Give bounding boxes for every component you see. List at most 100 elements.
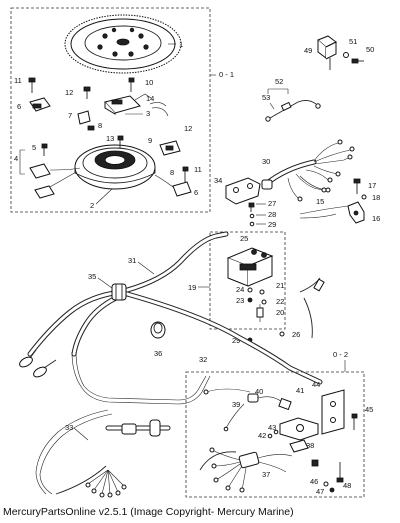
callout-29b: 29 <box>232 336 240 345</box>
callout-52: 52 <box>275 77 283 86</box>
callout-14: 14 <box>146 94 154 103</box>
wire-fan-33 <box>55 465 127 498</box>
screw-11b <box>182 166 189 182</box>
bracket-16[interactable] <box>299 201 365 224</box>
callout-27: 27 <box>268 199 276 208</box>
callout-6b: 6 <box>194 188 198 197</box>
key-switch[interactable] <box>279 417 319 441</box>
harness-37[interactable] <box>199 447 293 493</box>
screw-48 <box>336 462 344 483</box>
panel-44[interactable] <box>321 389 345 435</box>
callout-53: 53 <box>262 93 270 102</box>
callout-23: 23 <box>236 296 244 305</box>
callout-8b: 8 <box>170 168 174 177</box>
cable-main-left <box>27 289 123 357</box>
callout-43: 43 <box>268 423 276 432</box>
callout-47: 47 <box>316 487 324 496</box>
callout-2: 2 <box>90 201 94 210</box>
callout-5: 5 <box>32 143 36 152</box>
callout-40: 40 <box>255 387 263 396</box>
screw-11 <box>28 77 36 93</box>
callout-44: 44 <box>312 380 320 389</box>
plate-34[interactable] <box>225 177 261 205</box>
callout-8: 8 <box>98 121 102 130</box>
callout-38: 38 <box>306 441 314 450</box>
terminal-left <box>19 349 57 378</box>
screw-45 <box>351 413 358 430</box>
grommet-35[interactable] <box>111 283 127 301</box>
callout-11b: 11 <box>194 165 202 174</box>
callout-41: 41 <box>296 386 304 395</box>
stator[interactable] <box>74 144 156 190</box>
bracket-7 <box>77 110 91 125</box>
solenoid[interactable] <box>226 247 274 287</box>
callout-19: 19 <box>188 283 196 292</box>
callout-33: 33 <box>65 423 73 432</box>
callout-17: 17 <box>368 181 376 190</box>
cap-36[interactable] <box>150 321 166 339</box>
coil-6 <box>29 97 51 112</box>
callout-20: 20 <box>276 308 284 317</box>
callout-35: 35 <box>88 272 96 281</box>
image-caption: MercuryPartsOnline v2.5.1 (Image Copyrig… <box>3 506 294 518</box>
screw-27 <box>248 202 255 212</box>
callout-29: 29 <box>268 220 276 229</box>
callout-15: 15 <box>316 197 324 206</box>
screw-13 <box>117 135 124 148</box>
screw-50 <box>351 58 364 64</box>
harness-30[interactable] <box>261 139 355 202</box>
callout-21: 21 <box>276 281 284 290</box>
callout-9: 9 <box>148 136 152 145</box>
callout-11: 11 <box>14 76 22 85</box>
callout-46: 46 <box>310 477 318 486</box>
cable-32[interactable] <box>117 289 323 385</box>
clip-8 <box>87 125 95 131</box>
coil-4 <box>29 163 51 179</box>
flywheel[interactable] <box>64 14 182 74</box>
connector-49[interactable] <box>317 35 337 70</box>
callout-36: 36 <box>154 349 162 358</box>
coil-6b <box>172 181 192 197</box>
callout-13: 13 <box>106 134 114 143</box>
callout-10: 10 <box>145 78 153 87</box>
group-label-0-1: 0 - 1 <box>219 70 234 79</box>
callout-26: 26 <box>292 330 300 339</box>
screw-10 <box>128 77 135 92</box>
cable-31[interactable] <box>117 231 229 295</box>
callout-51: 51 <box>349 37 357 46</box>
cable-33[interactable] <box>35 351 211 495</box>
group-box-0-1 <box>10 7 211 213</box>
callout-3: 3 <box>146 109 150 118</box>
screw-12 <box>83 86 91 99</box>
bracket-38 <box>289 439 319 467</box>
callout-39: 39 <box>232 400 240 409</box>
group-box-19 <box>209 231 286 330</box>
wire-52 <box>265 99 321 122</box>
callout-24: 24 <box>236 285 244 294</box>
trigger-coil-9 <box>159 140 181 156</box>
switch-40[interactable] <box>203 388 292 432</box>
callout-45: 45 <box>365 405 373 414</box>
switch-box[interactable] <box>104 95 141 115</box>
callout-49: 49 <box>304 46 312 55</box>
callout-32: 32 <box>199 355 207 364</box>
callout-7: 7 <box>68 111 72 120</box>
callout-18: 18 <box>372 193 380 202</box>
callout-25: 25 <box>240 234 248 243</box>
group-label-0-2: 0 - 2 <box>333 350 348 359</box>
callout-1: 1 <box>179 40 183 49</box>
callout-12b: 12 <box>184 124 192 133</box>
callout-12: 12 <box>65 88 73 97</box>
connector-33 <box>121 419 161 437</box>
callout-31: 31 <box>128 256 136 265</box>
callout-6: 6 <box>17 102 21 111</box>
callout-42: 42 <box>258 431 266 440</box>
callout-30: 30 <box>262 157 270 166</box>
callout-4: 4 <box>14 154 18 163</box>
callout-22: 22 <box>276 297 284 306</box>
callout-34: 34 <box>214 176 222 185</box>
callout-37: 37 <box>262 470 270 479</box>
callout-16: 16 <box>372 214 380 223</box>
screw-17 <box>353 178 361 194</box>
